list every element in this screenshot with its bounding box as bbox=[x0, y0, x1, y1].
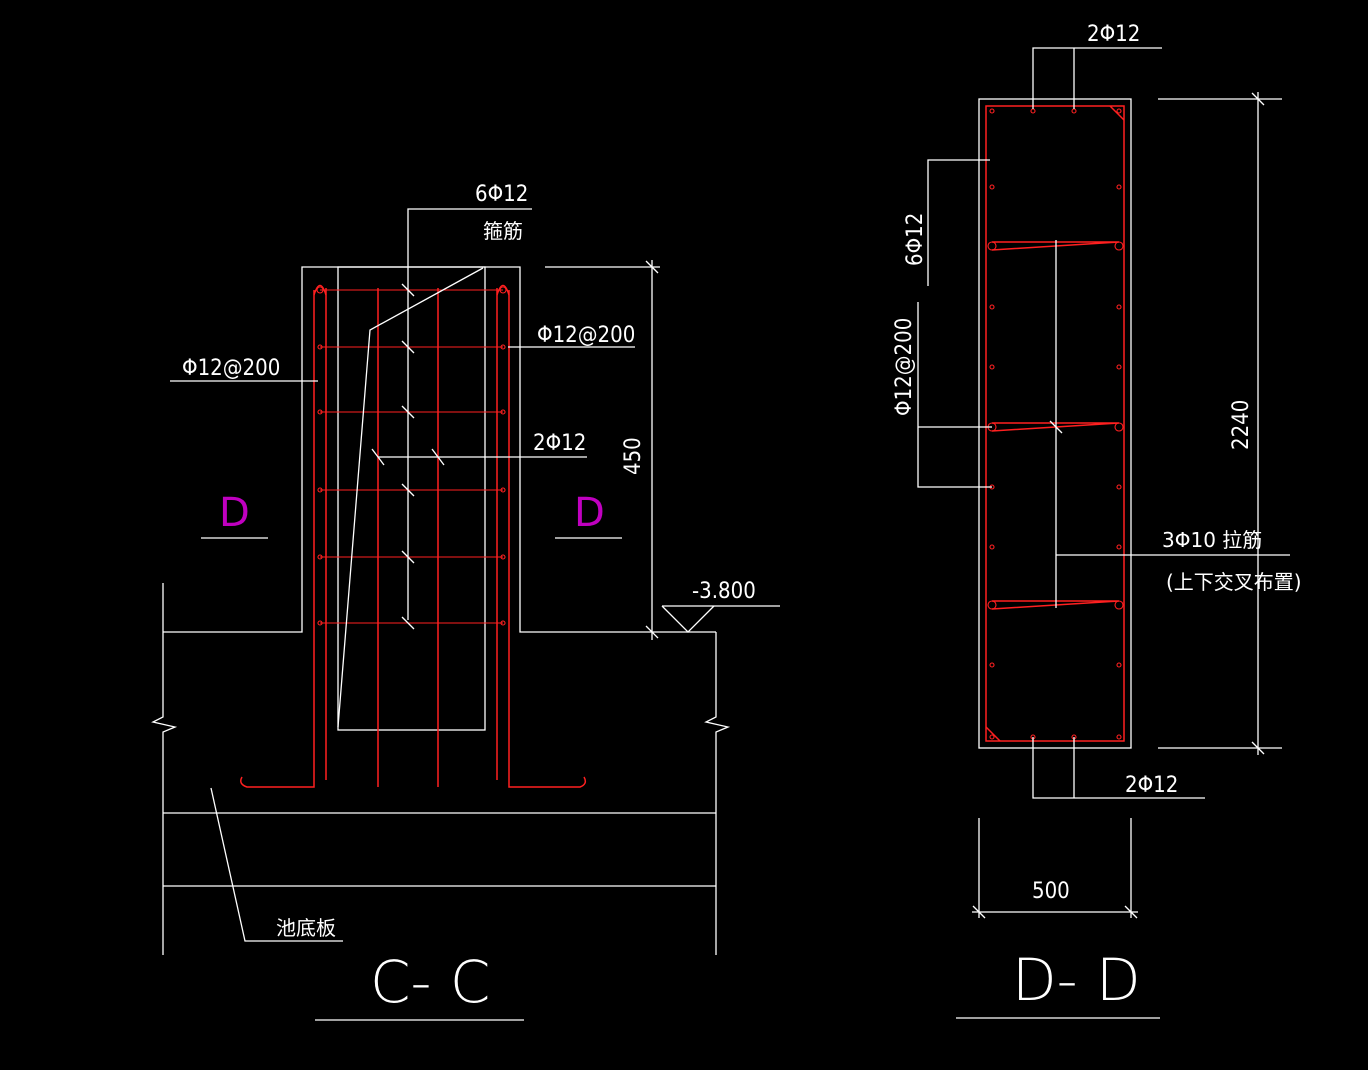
cc-elevation-label: -3.800 bbox=[692, 579, 756, 604]
dd-side-bars-label: Φ12@200 bbox=[892, 318, 917, 416]
dd-top-bars-label: 2Φ12 bbox=[1087, 22, 1140, 47]
dd-leaders bbox=[917, 47, 1290, 1019]
cc-mark-left: D bbox=[219, 490, 250, 536]
dd-bottom-bars-label: 2Φ12 bbox=[1125, 773, 1178, 798]
section-dd: 2Φ12 2Φ12 6Φ12 Φ12@200 2240 500 3Φ10 拉筋 … bbox=[892, 22, 1302, 1019]
cc-mid-bars-label: 2Φ12 bbox=[533, 431, 586, 456]
dd-rebar bbox=[985, 105, 1125, 742]
cc-left-bars-label: Φ12@200 bbox=[182, 356, 280, 381]
dd-ties-note: (上下交叉布置) bbox=[1166, 570, 1302, 594]
cc-right-bar bbox=[508, 290, 587, 788]
dd-concrete-outline bbox=[978, 98, 1132, 749]
cc-rebar bbox=[240, 284, 587, 788]
cc-concrete-outline bbox=[151, 266, 731, 955]
cc-dim-height: 450 bbox=[621, 437, 646, 475]
dd-section-title: D- D bbox=[1012, 946, 1141, 1014]
cc-left-bar bbox=[240, 290, 315, 788]
cc-slab-label: 池底板 bbox=[276, 916, 336, 940]
section-cc: 6Φ12 箍筋 Φ12@200 Φ12@200 2Φ12 450 -3.800 … bbox=[151, 182, 780, 1021]
cc-right-bars-label: Φ12@200 bbox=[537, 323, 635, 348]
dd-dim-height: 2240 bbox=[1229, 400, 1254, 450]
cc-stirrup-name-label: 箍筋 bbox=[483, 219, 523, 243]
cc-mark-right: D bbox=[574, 490, 605, 536]
dd-ties-label: 3Φ10 拉筋 bbox=[1162, 528, 1262, 552]
cc-section-title: C- C bbox=[370, 948, 490, 1016]
cc-stirrup-count-label: 6Φ12 bbox=[475, 182, 528, 207]
dd-side-count-label: 6Φ12 bbox=[903, 213, 928, 266]
dd-dim-width: 500 bbox=[1032, 879, 1070, 904]
cc-leaders bbox=[170, 208, 780, 1021]
